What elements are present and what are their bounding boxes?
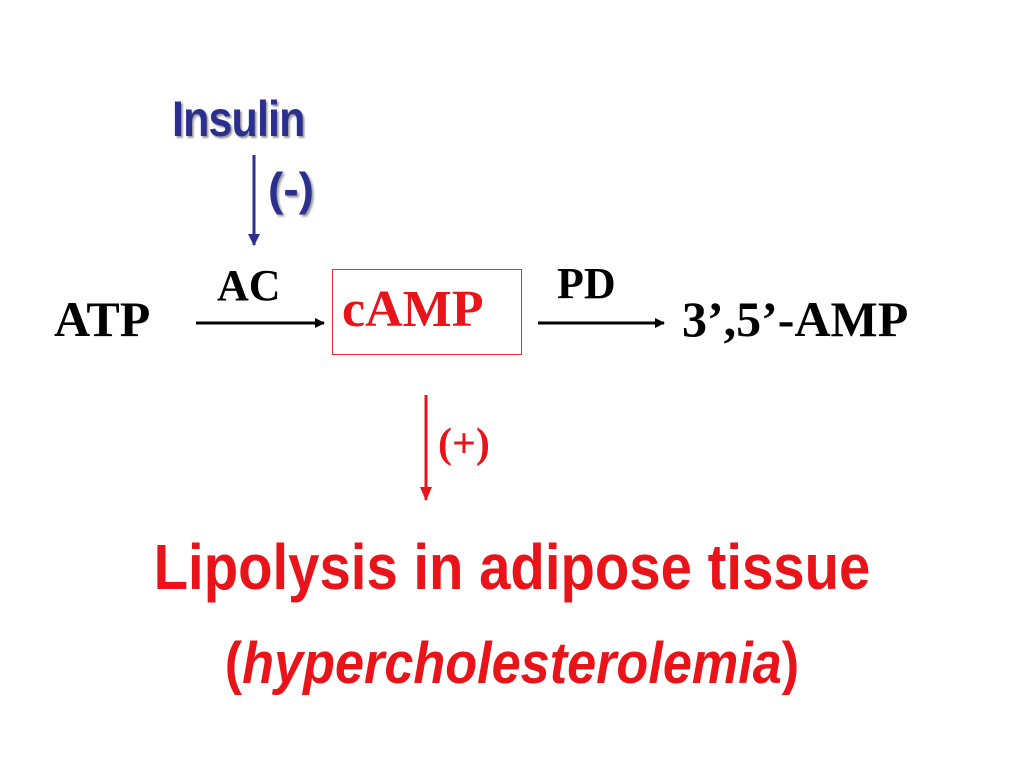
amp-product-label: 3’,5’-AMP (682, 291, 909, 347)
atp-label: ATP (54, 291, 151, 347)
camp-label: cAMP (342, 281, 484, 338)
stimulation-sign: (+) (438, 421, 490, 467)
phosphodiesterase-label: PD (557, 259, 616, 308)
camp-box (332, 269, 522, 355)
close-paren: ) (781, 631, 800, 696)
lipolysis-title: Lipolysis in adipose tissue (153, 531, 871, 603)
insulin-label: Insulin (172, 91, 305, 147)
condition-name: hypercholesterolemia (242, 631, 782, 696)
condition-line: (hypercholesterolemia) (51, 630, 973, 697)
adenylate-cyclase-label: AC (217, 261, 281, 310)
open-paren: ( (224, 631, 243, 696)
inhibition-sign: (-) (268, 163, 314, 215)
